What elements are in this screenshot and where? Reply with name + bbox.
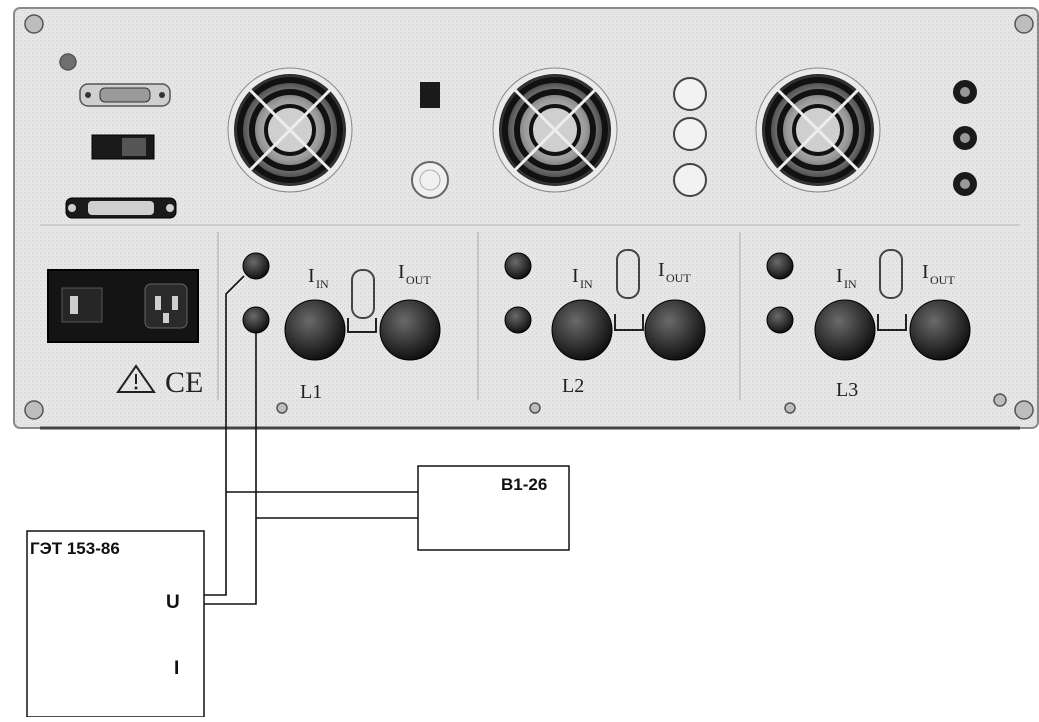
fan-right-icon [756,68,880,192]
channel-in-sub: IN [844,277,857,291]
voltmeter-box-title: В1-26 [501,475,547,494]
terminal-u-label: U [166,592,180,613]
jack-icon [674,118,706,150]
voltage-terminal-top [243,253,269,279]
output-jacks [674,78,706,196]
channel-label: L2 [562,375,584,397]
power-inlet-module [48,270,198,342]
screw-icon [994,394,1006,406]
standard-box: ГЭТ 153-86 U I [27,531,204,717]
screw-icon [60,54,76,70]
voltage-terminal-bottom [505,307,531,333]
screw-icon [785,403,795,413]
ieee488-connector [66,198,176,218]
channel-label: L1 [300,381,322,403]
voltage-terminal-top [505,253,531,279]
channel-label: L3 [836,379,858,401]
channel-in-sub: IN [316,277,329,291]
channel-out-label: I [398,261,405,283]
channel-out-sub: OUT [666,271,691,285]
integration-input-jack [412,162,448,198]
screw-icon [1015,15,1033,33]
rs232-connector [80,84,170,106]
channel-in-label: I [836,265,843,287]
channel-in-label: I [308,265,315,287]
fan-center-icon [493,68,617,192]
current-out-terminal [645,300,705,360]
ce-mark: CE [165,366,203,399]
channel-in-sub: IN [580,277,593,291]
fan-left-icon [228,68,352,192]
channel-out-sub: OUT [930,273,955,287]
voltage-terminal-bottom [243,307,269,333]
integration-switch [420,82,440,108]
screw-icon [277,403,287,413]
voltage-terminal-bottom [767,307,793,333]
standard-box-title: ГЭТ 153-86 [30,539,120,558]
voltmeter-box: В1-26 [418,466,569,550]
screw-icon [25,401,43,419]
jack-icon [674,164,706,196]
screw-icon [25,15,43,33]
current-in-terminal [285,300,345,360]
jack-icon [674,78,706,110]
screw-icon [1015,401,1033,419]
channel-in-label: I [572,265,579,287]
screw-icon [530,403,540,413]
channel-out-sub: OUT [406,273,431,287]
current-in-terminal [815,300,875,360]
current-in-terminal [552,300,612,360]
remote-control-switch [92,135,154,159]
current-out-terminal [380,300,440,360]
terminal-i-label: I [174,658,179,679]
voltage-terminal-top [767,253,793,279]
instrument-rear-panel: CE [14,8,1038,428]
bnc-connectors [953,80,977,196]
channel-out-label: I [658,259,665,281]
current-out-terminal [910,300,970,360]
channel-out-label: I [922,261,929,283]
power-switch-icon [70,296,78,314]
